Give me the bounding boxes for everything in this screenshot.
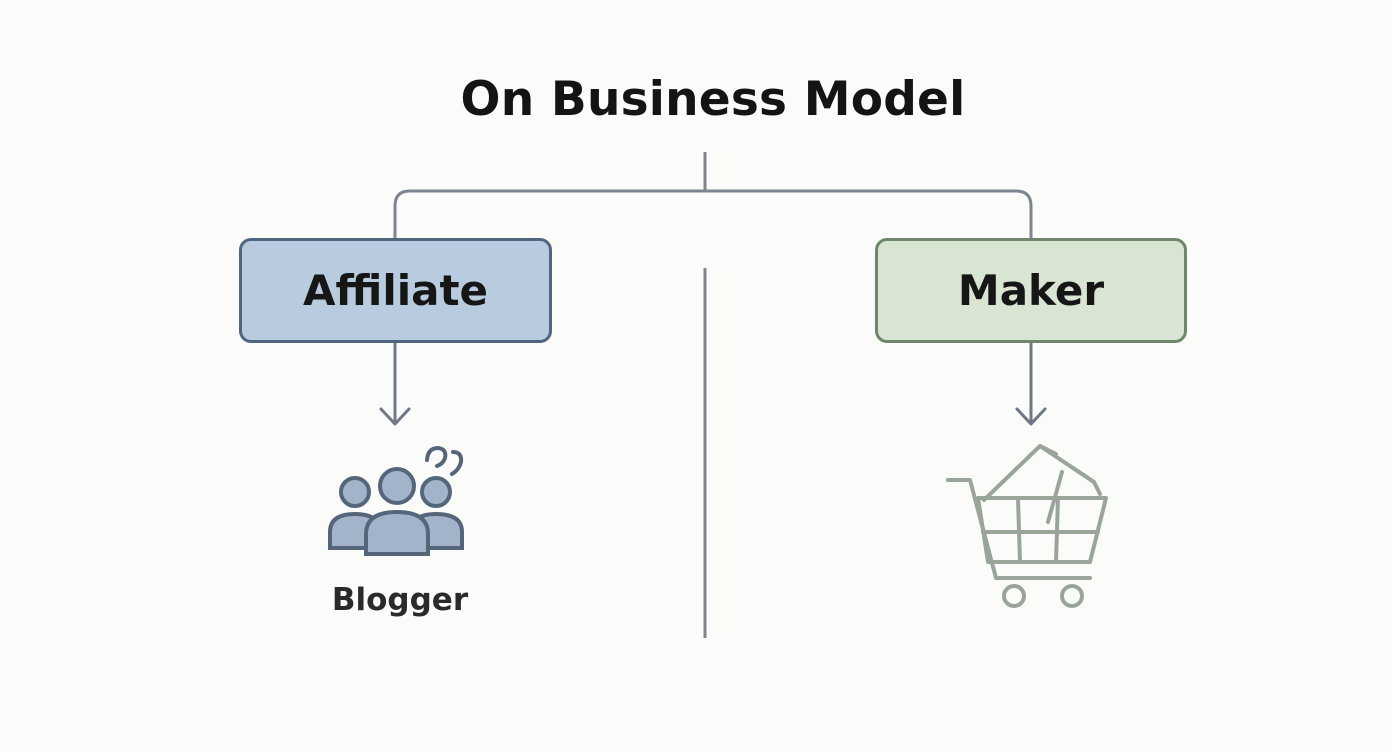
people-group-icon — [328, 445, 464, 556]
affiliate-arrow — [379, 343, 411, 426]
shopping-cart-icon — [946, 444, 1108, 608]
maker-arrow — [1015, 343, 1047, 426]
affiliate-node: Affiliate — [239, 238, 552, 343]
bracket-connector — [393, 189, 1033, 238]
diagram-title: On Business Model — [460, 72, 966, 127]
maker-node: Maker — [875, 238, 1187, 343]
affiliate-caption: Blogger — [331, 582, 469, 618]
